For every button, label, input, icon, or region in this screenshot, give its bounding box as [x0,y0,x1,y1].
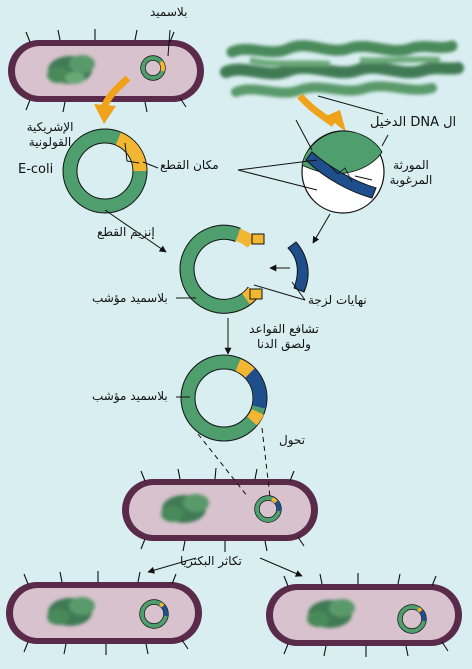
label-ligation-1: تشافع القواعد [249,322,319,336]
chromosome-blob [47,55,95,84]
dna-fragment [287,241,309,293]
label-ecoli-english: E-coli [18,162,54,177]
label-ecoli-arabic-2: القولونية [28,135,72,149]
label-recombinant-plasmid-2: بلاسميد مؤشب [92,389,168,403]
plasmid-small [140,55,166,81]
label-restriction-enzyme: إنزيم القطع [97,225,155,239]
flow-arrows [104,29,384,577]
orange-arrow-right [297,93,346,132]
label-ligation-2: ولصق الدنا [257,337,311,351]
label-desired-gene-2: المرغوبة [389,173,433,187]
plasmid-cut [179,224,265,314]
bacterium-bottom-right [266,573,462,657]
label-recombinant-plasmid-1: بلاسميد مؤشب [92,291,168,305]
recombinant-plasmid [180,354,268,442]
label-foreign-dna: ال DNA الدخيل [370,115,457,130]
label-bacteria-multiplication: تكاثر البكتريا [180,554,242,568]
label-plasmid: بلاسميد [150,5,188,19]
label-transformation: تحول [279,433,306,447]
bacterium-bottom-left [6,571,202,655]
bacterium-top [8,29,204,113]
label-ecoli-arabic-1: الإشريكية [26,120,74,134]
plasmid-large [62,128,148,214]
label-sticky-ends: نهايات لزجة [308,293,367,307]
orange-arrow-left [94,75,131,124]
magnified-dna [295,119,389,214]
bacterium-middle [122,467,318,552]
foreign-dna-strands [220,40,464,98]
label-cut-site: مكان القطع [160,158,219,172]
transformation-dashes [197,427,271,498]
label-desired-gene-1: المورثة [393,158,429,172]
